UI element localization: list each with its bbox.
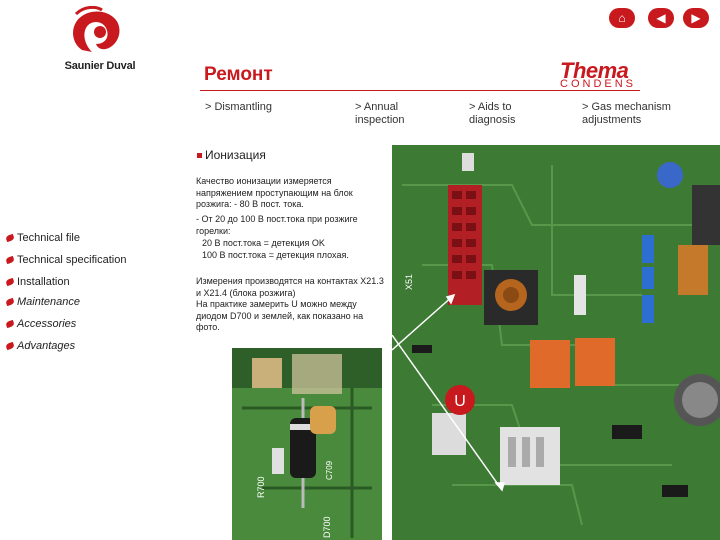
menu-technical-specification[interactable]: Technical specification — [5, 254, 126, 266]
bullet-icon — [5, 297, 15, 307]
inset-photo-d700: R700 D700 C709 — [232, 348, 382, 540]
back-arrow-icon[interactable]: ◀ — [648, 8, 674, 28]
section-bullet — [197, 153, 202, 158]
menu-advantages[interactable]: Advantages — [5, 340, 75, 352]
link-dismantling[interactable]: > Dismantling — [205, 101, 272, 113]
c709-label: C709 — [325, 460, 334, 480]
paragraph-bad: 100 В пост.тока = детекция плохая. — [202, 250, 349, 260]
menu-installation[interactable]: Installation — [5, 276, 70, 288]
paragraph-range: - От 20 до 100 В пост.тока при розжиге г… — [196, 214, 358, 236]
product-brand: Thema — [560, 58, 629, 83]
bullet-icon — [5, 255, 15, 265]
link-gas-mechanism-adjustments[interactable]: > Gas mechanism adjustments — [582, 101, 671, 126]
paragraph-contacts: Измерения производятся на контактах X21.… — [196, 276, 384, 298]
product-sub-brand: CONDENS — [560, 78, 637, 90]
paragraph-ok: 20 В пост.тока = детекция OK — [202, 238, 325, 248]
pcb-photo: U X51 — [392, 145, 720, 540]
page-title: Ремонт — [204, 64, 273, 85]
menu-accessories[interactable]: Accessories — [5, 318, 76, 330]
link-aids-to-diagnosis[interactable]: > Aids to diagnosis — [469, 101, 516, 126]
company-name: Saunier Duval — [64, 60, 136, 72]
menu-maintenance[interactable]: Maintenance — [5, 296, 80, 308]
home-icon[interactable]: ⌂ — [609, 8, 635, 28]
forward-arrow-icon[interactable]: ▶ — [683, 8, 709, 28]
bullet-icon — [5, 277, 15, 287]
paragraph-practice: На практике замерить U можно между диодо… — [196, 299, 364, 333]
bullet-icon — [5, 319, 15, 329]
x51-label: X51 — [404, 274, 414, 290]
bullet-icon — [5, 341, 15, 351]
d700-label: D700 — [322, 516, 332, 538]
section-title: Ионизация — [205, 148, 266, 162]
title-divider — [200, 90, 640, 91]
u-marker-label: U — [454, 393, 466, 410]
bullet-icon — [5, 233, 15, 243]
paragraph-intro: Качество ионизации измеряется напряжение… — [196, 176, 353, 210]
link-annual-inspection[interactable]: > Annual inspection — [355, 101, 405, 126]
r700-label: R700 — [256, 476, 266, 498]
company-logo — [62, 5, 134, 58]
menu-technical-file[interactable]: Technical file — [5, 232, 80, 244]
